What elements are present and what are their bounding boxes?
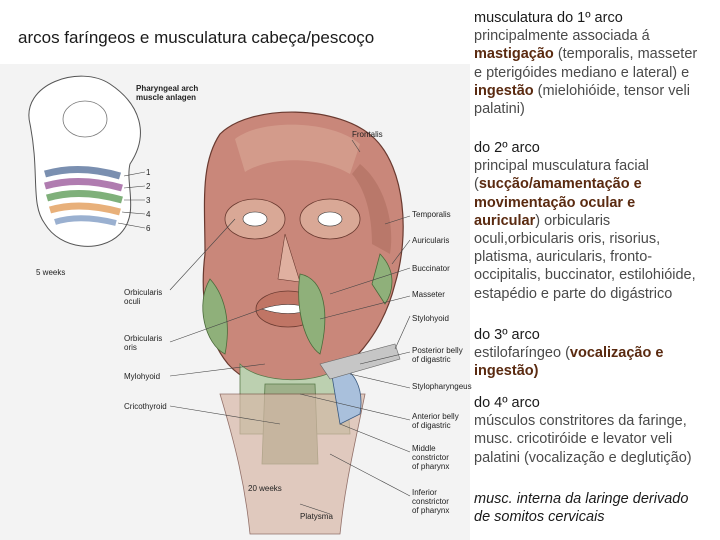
arch-3	[45, 189, 123, 204]
stylohyoid-band	[319, 343, 401, 380]
label-anterior-belly: Anterior belly of digastric	[412, 412, 459, 430]
leader-lines	[169, 139, 411, 515]
section-2-line-b: (sucção/amamentação e	[474, 176, 642, 193]
section-2-line-a: principal musculatura facial	[474, 158, 649, 175]
slide-title: arcos faríngeos e musculatura cabeça/pes…	[18, 28, 375, 47]
label-posterior-belly: Posterior belly of digastric	[412, 346, 463, 364]
section-2-line-e: oculi,orbicularis oris, risorius,	[474, 231, 661, 248]
label-masseter: Masseter	[412, 290, 445, 299]
label-platysma: Platysma	[300, 512, 333, 521]
section-1-heading: musculatura do 1º arco	[474, 10, 623, 26]
section-1-line-c: e pterigóides mediano e lateral) e	[474, 64, 690, 81]
label-stylohyoid: Stylohyoid	[412, 314, 449, 323]
arch-number-1: 1	[146, 168, 151, 177]
platysma-muscle	[219, 393, 366, 535]
section-1-line-a: principalmente associada á	[474, 28, 650, 45]
section-2-line-g: occipitalis, buccinator, estilohióide,	[474, 267, 696, 284]
label-orbicularis-oris: Orbicularis oris	[124, 334, 163, 352]
section-arch-4: do 4º arco músculos constritores da fari…	[474, 394, 720, 467]
temporalis-muscle	[352, 164, 392, 254]
section-5-line-b: de somitos cervicais	[474, 509, 605, 526]
label-frontalis: Frontalis	[352, 130, 383, 139]
section-2-line-c: movimentação ocular e	[474, 194, 636, 211]
left-masseter	[202, 278, 228, 355]
label-inferior-constrictor: Inferior constrictor of pharynx	[412, 488, 450, 515]
section-arch-1: musculatura do 1º arco principalmente as…	[474, 9, 720, 118]
section-4-line-a: músculos constritores da faringe,	[474, 413, 687, 430]
embryo-title: Pharyngeal arch muscle anlagen	[136, 84, 199, 102]
embryo-drawing	[28, 75, 146, 247]
label-temporalis: Temporalis	[412, 210, 451, 219]
section-arch-2: do 2º arco principal musculatura facial …	[474, 139, 720, 303]
label-auricularis: Auricularis	[412, 236, 450, 245]
section-3-line-b: ingestão)	[474, 363, 539, 380]
temporal-green	[371, 253, 393, 305]
section-1-line-e: palatini)	[474, 101, 525, 118]
section-4-line-c: palatini (vocalização e deglutição)	[474, 449, 692, 466]
frontalis-muscle	[235, 124, 360, 174]
label-buccinator: Buccinator	[412, 264, 450, 273]
section-5-line-a: musc. interna da laringe derivado	[474, 491, 689, 507]
section-3-heading: do 3º arco	[474, 327, 540, 343]
label-orbicularis-oculi: Orbicularis oculi	[124, 288, 163, 306]
label-stylopharyngeus: Stylopharyngeus	[412, 382, 472, 391]
anatomy-illustration	[28, 75, 411, 535]
section-4-line-b: musc. cricotiróide e levator veli	[474, 431, 673, 448]
arch-4	[48, 202, 121, 216]
arch-1	[44, 165, 122, 180]
label-mylohyoid: Mylohyoid	[124, 372, 161, 381]
section-2-heading: do 2º arco	[474, 140, 540, 156]
arch-number-3: 3	[146, 196, 151, 205]
arch-number-2: 2	[146, 182, 151, 191]
age-20-weeks: 20 weeks	[248, 484, 282, 493]
section-arch-3: do 3º arco estilofaríngeo (vocalização e…	[474, 326, 720, 381]
age-5-weeks: 5 weeks	[36, 268, 66, 277]
section-2-line-d: auricular) orbicularis	[474, 212, 611, 229]
label-middle-constrictor: Middle constrictor of pharynx	[412, 444, 450, 471]
label-cricothyroid: Cricothyroid	[124, 402, 167, 411]
arch-2	[44, 177, 123, 192]
section-1-line-b: mastigação (temporalis, masseter	[474, 46, 698, 63]
section-2-line-h: estapédio e parte do digástrico	[474, 285, 673, 302]
head-drawing	[202, 111, 404, 535]
arch-number-6: 6	[146, 224, 151, 233]
section-2-line-f: platisma, auricularis, fronto-	[474, 249, 653, 266]
section-3-line-a: estilofaríngeo (vocalização e	[474, 345, 664, 362]
section-4-heading: do 4º arco	[474, 395, 540, 411]
anatomy-figure: Pharyngeal arch muscle anlagen 1 2 3 4 6…	[0, 64, 472, 540]
arch-number-4: 4	[146, 210, 151, 219]
right-masseter	[298, 273, 326, 355]
section-1-line-d: ingestão (mielohióide, tensor veli	[474, 82, 690, 99]
section-somites: musc. interna da laringe derivado de som…	[474, 490, 720, 526]
arch-6	[54, 215, 117, 226]
